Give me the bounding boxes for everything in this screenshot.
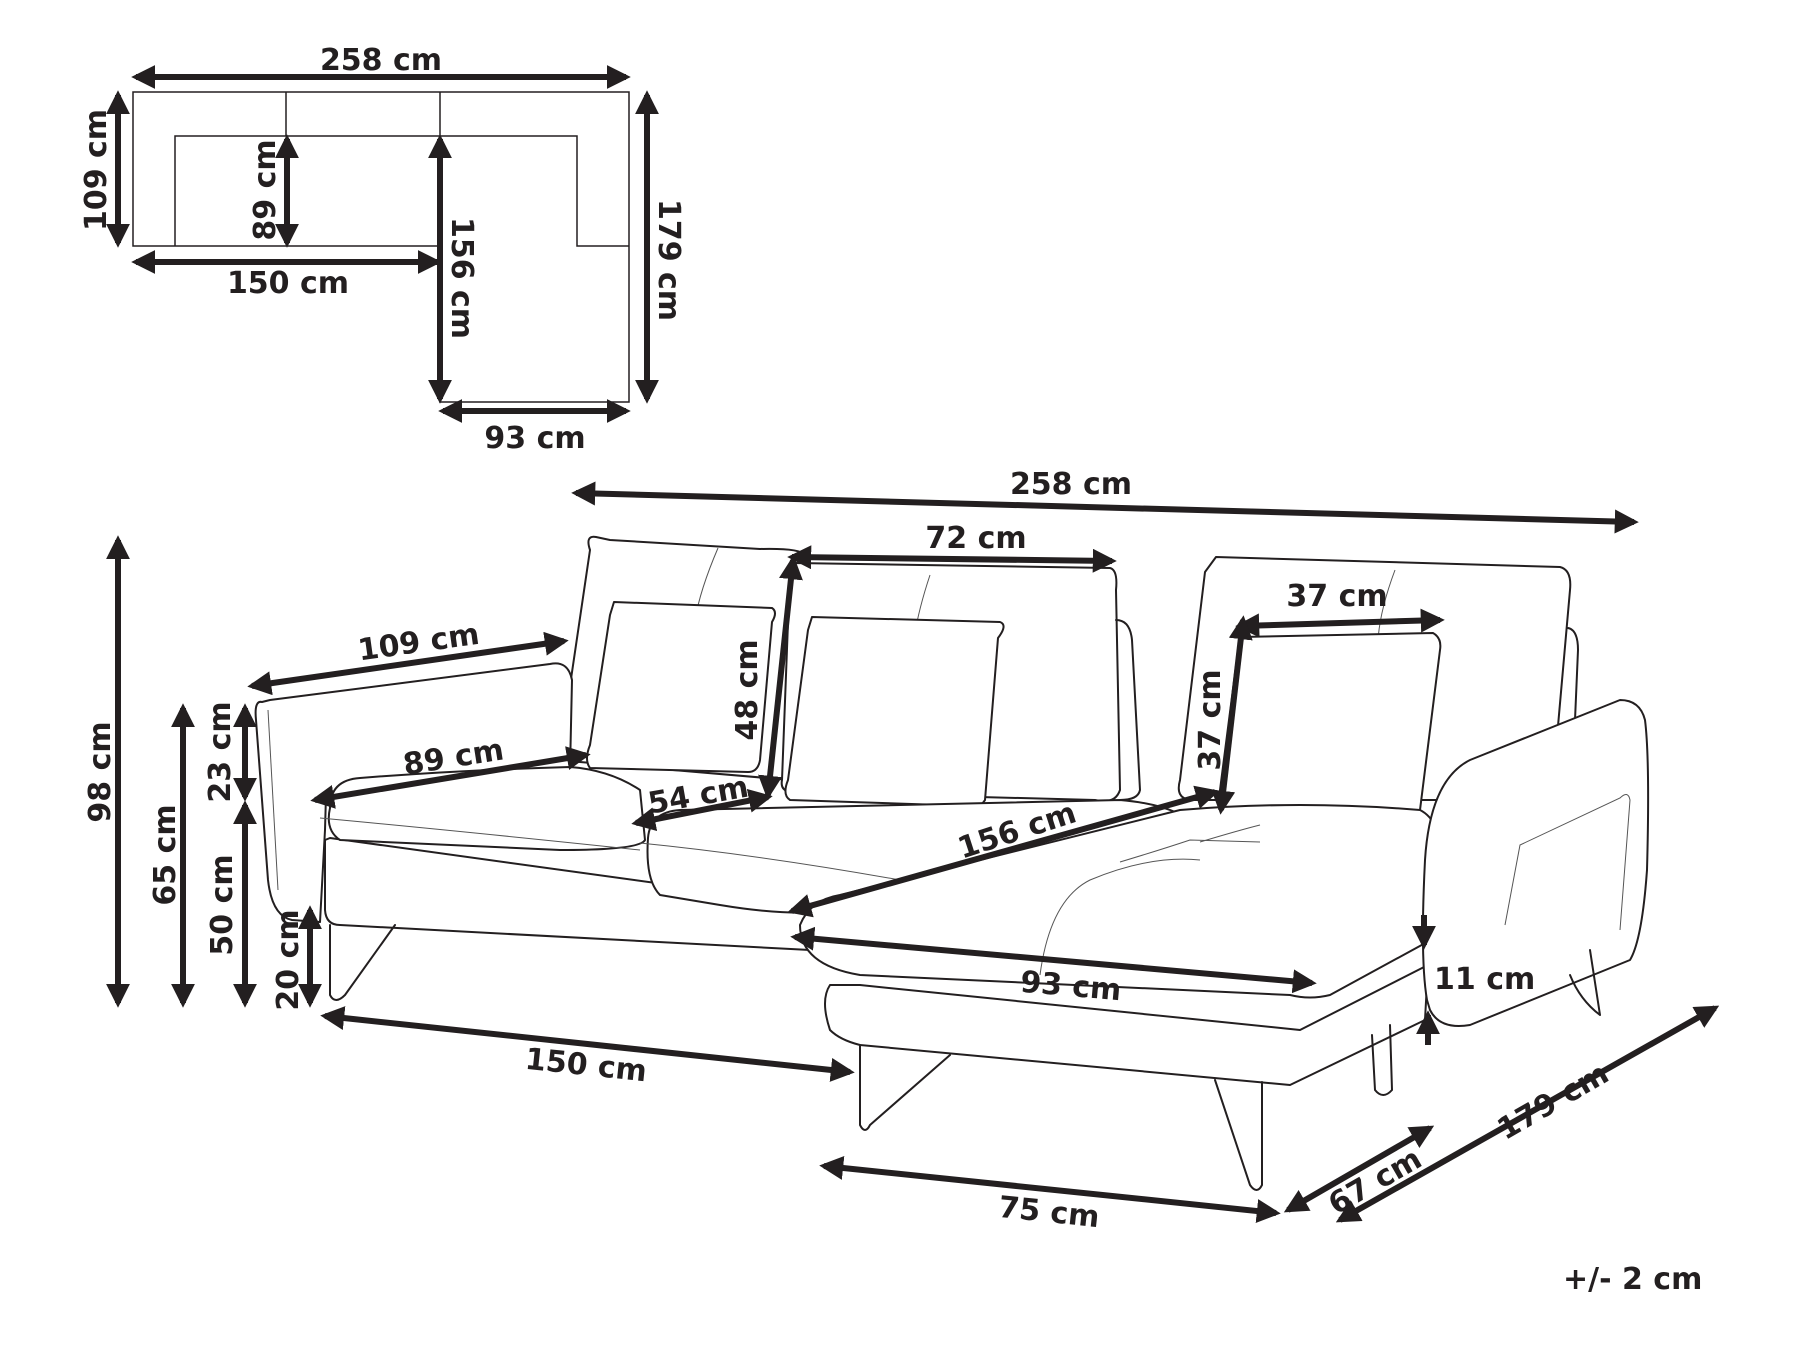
plan-outline (132, 91, 630, 403)
leg-left (329, 924, 396, 1001)
plan-label-150: 150 cm (227, 266, 349, 301)
dim-arrow-48 (758, 555, 803, 800)
pillow-middle (784, 616, 1005, 808)
sofa-illustration (254, 535, 1650, 1191)
label-72: 72 cm (925, 521, 1026, 556)
label-75: 75 cm (997, 1190, 1101, 1235)
armrest-right (1421, 699, 1650, 1027)
dim-arrow-37-width (1235, 608, 1445, 638)
plan-label-156: 156 cm (444, 217, 479, 339)
seat-cushion-left (327, 766, 646, 851)
label-93: 93 cm (1019, 965, 1123, 1009)
dim-arrow-37-height (1211, 615, 1253, 815)
dim-arrow-150 (320, 1006, 855, 1082)
plan-label-93: 93 cm (484, 421, 585, 456)
dim-arrow-89 (310, 746, 591, 809)
leg-chaise-front-left (859, 1044, 951, 1131)
dim-arrow-75 (819, 1156, 1281, 1223)
dim-arrow-156 (787, 785, 1220, 918)
label-48: 48 cm (730, 639, 765, 740)
plan-view: 258 cm 109 cm 89 cm 150 cm 156 cm 179 cm… (79, 43, 686, 456)
plan-label-89: 89 cm (248, 139, 283, 240)
pillow-right (1216, 632, 1442, 821)
dim-arrow-72 (787, 545, 1117, 573)
label-258: 258 cm (1010, 467, 1132, 502)
label-179: 179 cm (1492, 1056, 1615, 1147)
dim-arrow-54 (631, 788, 773, 832)
plan-label-109: 109 cm (79, 109, 114, 231)
label-98: 98 cm (83, 721, 118, 822)
label-65: 65 cm (148, 804, 183, 905)
plan-label-179: 179 cm (651, 199, 686, 321)
label-20: 20 cm (271, 909, 306, 1010)
label-50: 50 cm (205, 854, 240, 955)
dim-arrow-258 (571, 481, 1639, 534)
label-23: 23 cm (203, 701, 238, 802)
leg-chaise-front-right (1214, 1079, 1263, 1191)
label-37-height: 37 cm (1193, 669, 1228, 770)
dim-arrow-179 (1335, 1005, 1720, 1223)
dim-arrow-93 (790, 926, 1317, 994)
tolerance-note: +/- 2 cm (1563, 1262, 1703, 1297)
label-37-width: 37 cm (1286, 579, 1387, 614)
plan-label-258: 258 cm (320, 43, 442, 78)
plan-inner-seat (174, 135, 629, 247)
label-11: 11 cm (1434, 962, 1535, 997)
dim-arrow-109 (247, 631, 569, 696)
